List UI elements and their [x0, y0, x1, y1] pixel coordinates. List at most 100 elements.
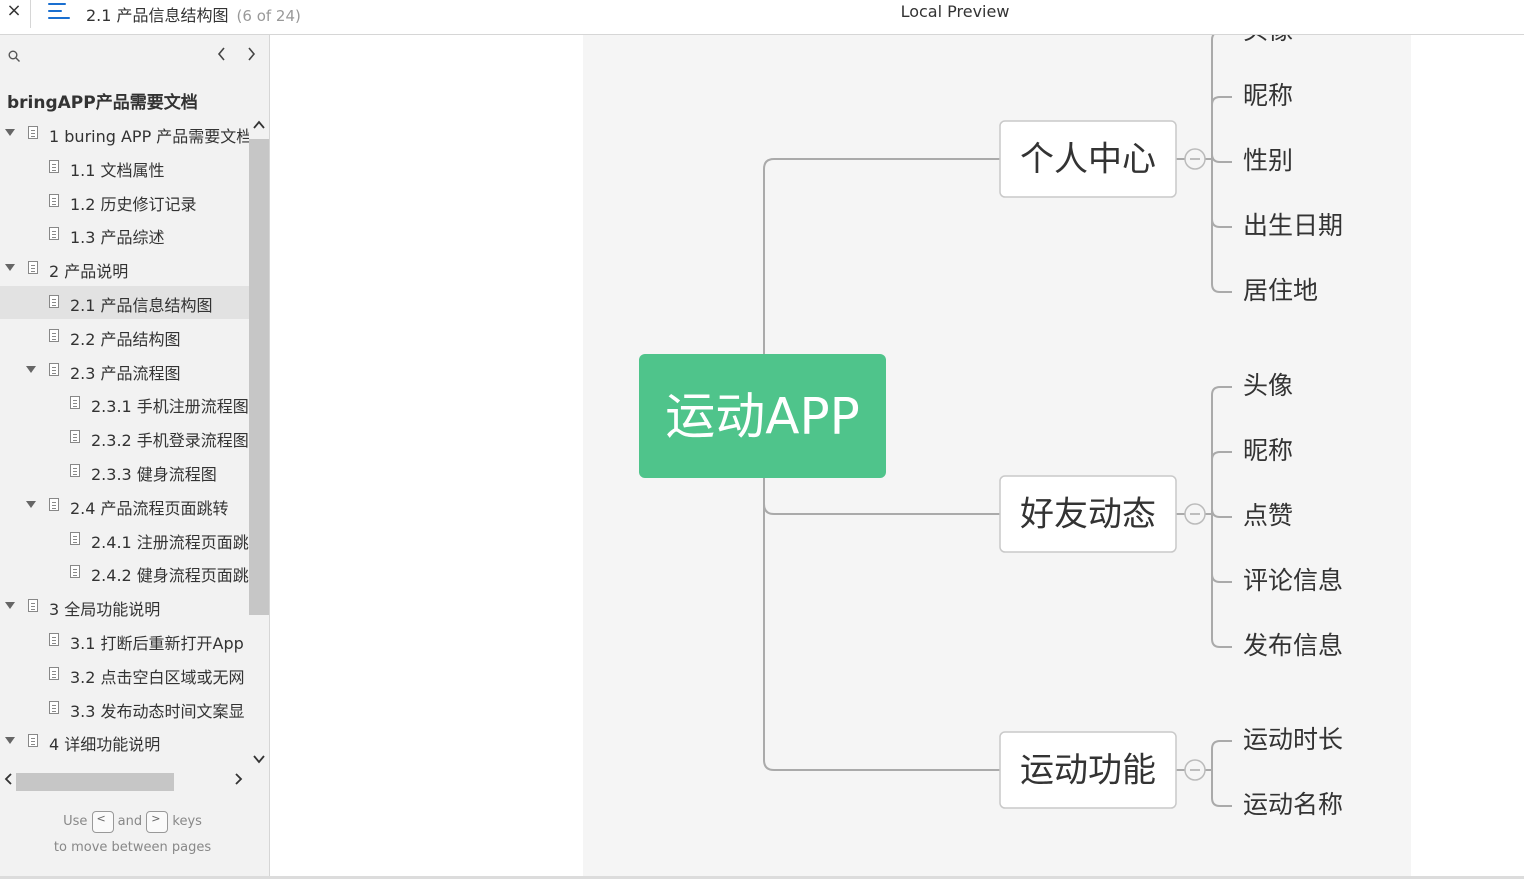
branch-node — [999, 475, 1177, 553]
page-icon — [28, 599, 38, 613]
leaf-node-label: 发布信息 — [1243, 631, 1343, 660]
connector-line — [1211, 451, 1232, 461]
outline-item-label: 3.3 发布动态时间文案显 — [70, 701, 245, 721]
outline-item[interactable]: 2.3 产品流程图 — [0, 354, 249, 387]
scroll-left-icon[interactable] — [0, 771, 16, 791]
expand-caret-icon[interactable] — [5, 602, 15, 610]
connector-line — [1211, 96, 1232, 106]
connector-line — [1211, 35, 1215, 41]
outline-item[interactable]: 4.1 启动页 — [0, 759, 249, 767]
leaf-node-label: 昵称 — [1243, 81, 1293, 110]
outline-item-label: 2.4.1 注册流程页面跳 — [91, 532, 249, 552]
chevron-right-icon — [248, 47, 256, 61]
leaf-node-label: 运动名称 — [1243, 790, 1343, 819]
outline-item[interactable]: 2.3.1 手机注册流程图 — [0, 387, 249, 420]
outline-item-label: 2.3.1 手机注册流程图 — [91, 397, 249, 417]
current-section-title: 2.1 产品信息结构图 (6 of 24) — [86, 2, 301, 26]
outline-item[interactable]: 2.1 产品信息结构图 — [0, 286, 249, 319]
root-node-label: 运动APP — [665, 388, 860, 446]
outline-item[interactable]: 4 详细功能说明 — [0, 725, 249, 758]
outline-item[interactable]: 2 产品说明 — [0, 252, 249, 285]
page-icon — [70, 531, 80, 545]
outline-toggle-icon[interactable] — [48, 3, 70, 21]
outline-item[interactable]: 3 全局功能说明 — [0, 590, 249, 623]
outline-item[interactable]: 3.1 打断后重新打开App — [0, 624, 249, 657]
leaf-node-label: 性别 — [1243, 146, 1293, 175]
page-icon — [49, 193, 59, 207]
connector-line — [1211, 153, 1232, 163]
hint-text: keys — [172, 814, 202, 829]
connector-line — [1211, 218, 1232, 228]
page-icon — [49, 227, 59, 241]
outline-item-label: 3.1 打断后重新打开App — [70, 634, 244, 653]
prev-key-icon: < — [91, 810, 114, 833]
expand-caret-icon[interactable] — [5, 264, 15, 272]
page-count: (6 of 24) — [236, 7, 301, 25]
page-icon — [49, 159, 59, 173]
expand-caret-icon[interactable] — [5, 129, 15, 136]
outline-item[interactable]: 3.2 点击空白区域或无网 — [0, 658, 249, 691]
prev-page-button[interactable] — [212, 45, 232, 67]
outline-item-label: 1.2 历史修订记录 — [70, 194, 197, 214]
outline-item[interactable]: 1 buring APP 产品需要文档 — [0, 117, 249, 150]
section-title-text: 2.1 产品信息结构图 — [86, 6, 229, 25]
connector-line — [763, 503, 775, 515]
connector-line — [763, 759, 775, 771]
outline-item[interactable]: 2.2 产品结构图 — [0, 320, 249, 353]
page-icon — [28, 261, 38, 275]
outline-item[interactable]: 2.4 产品流程页面跳转 — [0, 489, 249, 522]
outline-item[interactable]: 1.3 产品综述 — [0, 218, 249, 251]
outline-horizontal-scrollbar[interactable] — [0, 771, 249, 791]
outline-tree: 1 buring APP 产品需要文档 1.1 文档属性 1.2 历史修订记录 1.3… — [0, 117, 249, 767]
next-key-icon: > — [146, 810, 169, 833]
page-icon — [49, 497, 59, 511]
outline-item-label: 3 全局功能说明 — [49, 600, 161, 620]
branch-node — [999, 120, 1177, 198]
outline-item-label: 1.3 产品综述 — [70, 228, 165, 248]
expand-caret-icon[interactable] — [26, 500, 36, 508]
outline-item-label: 3.2 点击空白区域或无网 — [70, 667, 245, 687]
horizontal-scroll-thumb[interactable] — [16, 773, 174, 791]
page-icon — [49, 666, 59, 680]
window-title-text: Local Preview — [900, 2, 1010, 21]
scroll-up-icon[interactable] — [249, 117, 269, 135]
outline-item[interactable]: 3.3 发布动态时间文案显 — [0, 692, 249, 725]
root-node — [639, 354, 886, 478]
next-page-button[interactable] — [241, 45, 261, 67]
expand-caret-icon[interactable] — [5, 737, 15, 745]
outline-item[interactable]: 2.4.1 注册流程页面跳 — [0, 523, 249, 556]
chevron-left-icon — [217, 47, 225, 61]
branch-node — [999, 731, 1177, 809]
vertical-scroll-thumb[interactable] — [249, 139, 269, 615]
search-icon[interactable] — [8, 50, 20, 62]
outline-item-label: 2.3.2 手机登录流程图 — [91, 431, 249, 451]
leaf-node-label: 头像 — [1243, 371, 1293, 400]
outline-item[interactable]: 1.2 历史修订记录 — [0, 185, 249, 218]
title-bar: × 2.1 产品信息结构图 (6 of 24) Local Preview — [0, 0, 1524, 35]
outline-item[interactable]: 2.3.2 手机登录流程图 — [0, 421, 249, 454]
hint-text: Use — [63, 814, 88, 829]
bottom-border — [0, 876, 1524, 879]
outline-item-label: 1 buring APP 产品需要文档 — [49, 127, 249, 146]
connector-line — [763, 158, 775, 170]
page-canvas: 头像昵称性别出生日期居住地个人中心头像昵称点赞评论信息发布信息好友动态运动时长运… — [583, 35, 1411, 879]
page-icon — [49, 633, 59, 646]
expand-caret-icon[interactable] — [26, 365, 36, 373]
leaf-node-label: 运动时长 — [1243, 725, 1343, 754]
page-icon — [28, 126, 38, 139]
outline-vertical-scrollbar[interactable] — [249, 117, 269, 771]
connector-line — [1211, 797, 1232, 807]
close-button[interactable]: × — [6, 0, 22, 21]
leaf-node-label: 出生日期 — [1243, 211, 1343, 240]
outline-item-label: 2.2 产品结构图 — [70, 329, 181, 349]
connector-line — [1211, 386, 1232, 396]
page-icon — [28, 734, 38, 748]
scroll-down-icon[interactable] — [249, 751, 269, 769]
document-preview[interactable]: 头像昵称性别出生日期居住地个人中心头像昵称点赞评论信息发布信息好友动态运动时长运… — [270, 35, 1524, 879]
outline-item[interactable]: 2.3.3 健身流程图 — [0, 455, 249, 488]
outline-item[interactable]: 2.4.2 健身流程页面跳 — [0, 556, 249, 589]
leaf-node-label: 头像 — [1243, 35, 1293, 45]
outline-item[interactable]: 1.1 文档属性 — [0, 151, 249, 184]
branch-node-label: 运动功能 — [1020, 751, 1156, 791]
scroll-right-icon[interactable] — [231, 771, 247, 791]
